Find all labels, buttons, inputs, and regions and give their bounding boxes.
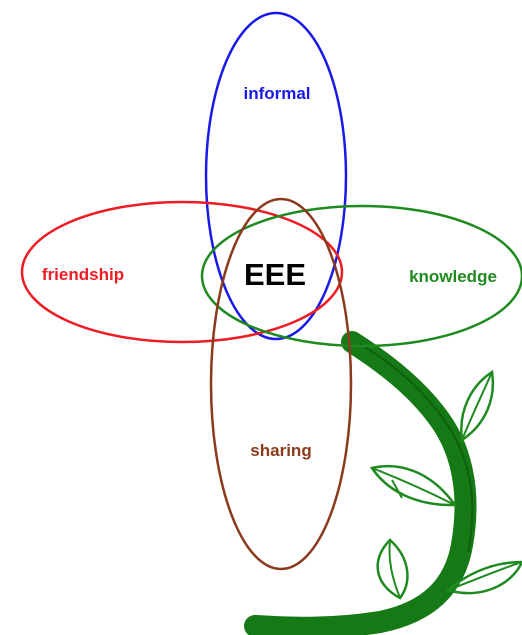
label-friendship: friendship xyxy=(42,265,124,284)
ellipse-informal xyxy=(204,11,348,341)
label-center-eee: EEE xyxy=(244,257,306,292)
leaf-lower-right xyxy=(445,560,522,595)
label-sharing: sharing xyxy=(250,441,311,460)
label-informal: informal xyxy=(243,84,310,103)
ellipse-knowledge xyxy=(200,204,522,348)
ellipse-sharing xyxy=(209,197,353,571)
flower-stem-edge xyxy=(359,343,474,553)
label-knowledge: knowledge xyxy=(409,267,497,286)
leaf-lower-left xyxy=(376,538,409,600)
leaf-upper-right xyxy=(460,369,495,443)
ellipse-friendship xyxy=(20,200,344,344)
flower-stem xyxy=(244,331,477,635)
leaf-left-middle xyxy=(369,464,458,507)
